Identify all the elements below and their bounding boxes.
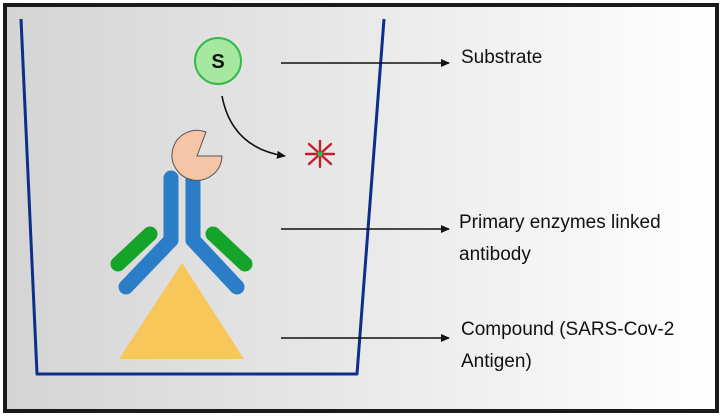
antigen-label-line1: Compound (SARS-Cov-2 [461, 319, 675, 340]
substrate-symbol: S [211, 51, 224, 73]
figure-frame [3, 3, 719, 413]
well-outline [19, 18, 386, 376]
antibody-label-line2: antibody [459, 244, 531, 265]
substrate-circle [194, 37, 242, 85]
product-star-icon [304, 139, 336, 169]
antibody-label: Primary enzymes linked antibody [459, 207, 661, 271]
antibody-arm-left [118, 232, 179, 295]
antibody [110, 170, 253, 295]
antigen-triangle [119, 263, 244, 359]
reaction-arrow [221, 95, 286, 159]
antibody-arm-right [185, 232, 245, 295]
substrate-label-text: Substrate [461, 47, 543, 68]
enzyme-shape [171, 129, 223, 181]
antibody-light-chain-left [110, 226, 158, 272]
antigen-label: Compound (SARS-Cov-2 Antigen) [461, 314, 674, 378]
antibody-light-chain-right [205, 226, 253, 272]
antibody-label-line1: Primary enzymes linked [459, 212, 661, 233]
antigen-label-line2: Antigen) [461, 351, 532, 372]
background-panel [5, 5, 717, 411]
substrate-label: Substrate [461, 42, 542, 74]
